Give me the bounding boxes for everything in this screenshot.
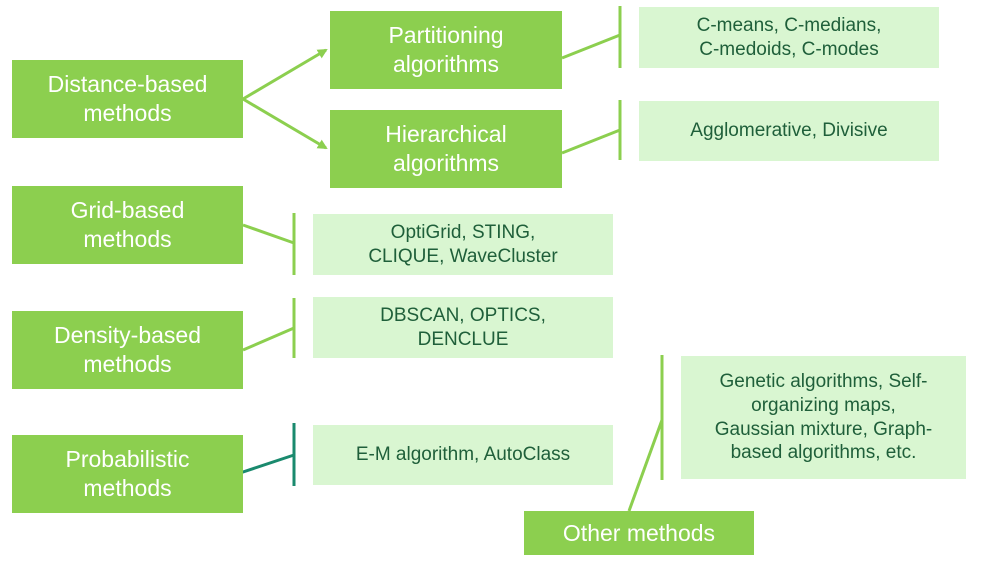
- hierarchical-algorithms-box: Hierarchical algorithms: [330, 110, 562, 188]
- grid-based-methods-box: Grid-based methods: [12, 186, 243, 264]
- partitioning-algorithms-label: Partitioning algorithms: [388, 22, 504, 77]
- partitioning-examples-box: C-means, C-medians, C-medoids, C-modes: [639, 7, 939, 68]
- connector-probabilistic: [236, 453, 295, 476]
- grid-examples-text: OptiGrid, STING, CLIQUE, WaveCluster: [368, 221, 558, 267]
- partitioning-examples-text: C-means, C-medians, C-medoids, C-modes: [696, 14, 882, 60]
- probabilistic-methods-label: Probabilistic methods: [65, 446, 190, 501]
- connector-other: [627, 419, 664, 512]
- connector-partitioning: [561, 33, 621, 60]
- other-methods-box: Other methods: [524, 511, 754, 555]
- partitioning-algorithms-box: Partitioning algorithms: [330, 11, 562, 89]
- density-based-methods-label: Density-based methods: [53, 322, 202, 377]
- hierarchical-examples-text: Agglomerative, Divisive: [690, 120, 888, 142]
- other-examples-text: Genetic algorithms, Self- organizing map…: [714, 371, 933, 464]
- probabilistic-methods-box: Probabilistic methods: [12, 435, 243, 513]
- probabilistic-examples-box: E-M algorithm, AutoClass: [313, 425, 613, 485]
- hierarchical-algorithms-label: Hierarchical algorithms: [385, 121, 507, 176]
- connector-hierarchical: [561, 128, 621, 155]
- hierarchical-examples-box: Agglomerative, Divisive: [639, 101, 939, 161]
- grid-based-methods-label: Grid-based methods: [70, 197, 185, 252]
- density-examples-text: DBSCAN, OPTICS, DENCLUE: [380, 304, 546, 350]
- arrow-to-hierarchical: [242, 97, 328, 150]
- connector-grid: [242, 223, 295, 245]
- connector-density: [242, 326, 295, 352]
- other-examples-box: Genetic algorithms, Self- organizing map…: [681, 356, 966, 479]
- probabilistic-examples-text: E-M algorithm, AutoClass: [355, 444, 571, 466]
- density-based-methods-box: Density-based methods: [12, 311, 243, 389]
- distance-based-methods-label: Distance-based methods: [47, 71, 208, 126]
- grid-examples-box: OptiGrid, STING, CLIQUE, WaveCluster: [313, 214, 613, 275]
- density-examples-box: DBSCAN, OPTICS, DENCLUE: [313, 297, 613, 358]
- other-methods-label: Other methods: [562, 519, 716, 546]
- arrow-to-partitioning: [242, 48, 328, 101]
- distance-based-methods-box: Distance-based methods: [12, 60, 243, 138]
